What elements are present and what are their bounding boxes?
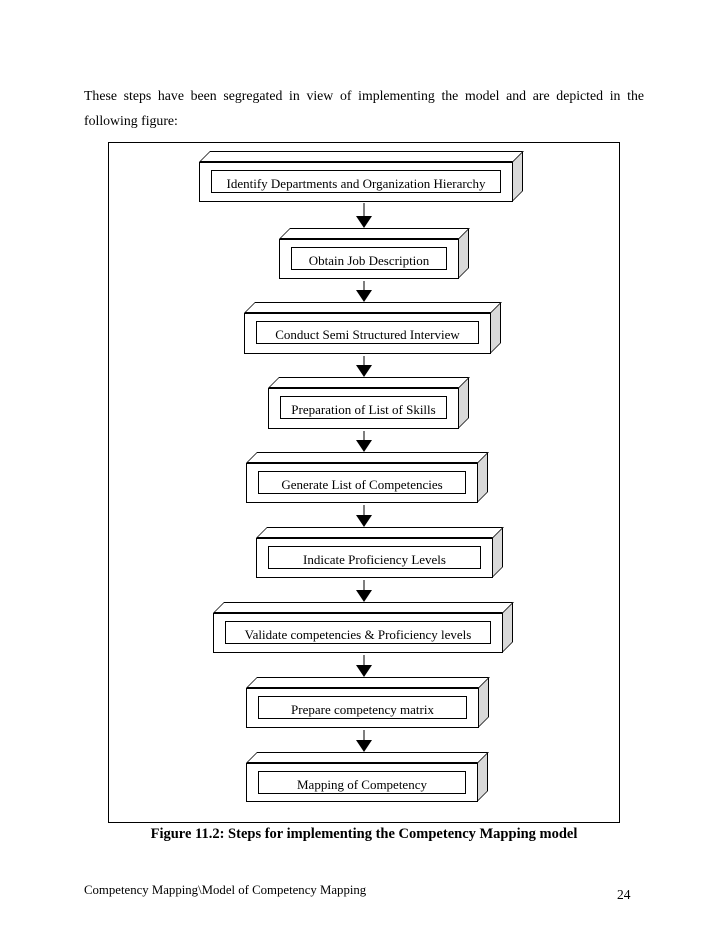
- arrow-stem: [363, 580, 365, 590]
- arrow-stem: [363, 356, 365, 365]
- figure-caption: Figure 11.2: Steps for implementing the …: [150, 826, 578, 842]
- box-front-face: [279, 239, 459, 279]
- box-right-face: [478, 677, 489, 728]
- step-label: Validate competencies & Proficiency leve…: [225, 621, 491, 644]
- arrow-head: [356, 290, 372, 302]
- box-top-face: [246, 452, 489, 463]
- arrow-head: [356, 665, 372, 677]
- down-arrow: [356, 655, 372, 677]
- flow-step-7: Validate competencies & Proficiency leve…: [213, 602, 514, 653]
- box-top-face: [244, 302, 502, 313]
- down-arrow: [356, 356, 372, 377]
- down-arrow: [356, 431, 372, 452]
- step-label: Generate List of Competencies: [258, 471, 466, 494]
- arrow-stem: [363, 505, 365, 515]
- box-front-face: [268, 388, 459, 429]
- box-top-face: [256, 527, 504, 538]
- box-top-face: [279, 228, 470, 239]
- box-top-face: [213, 602, 514, 613]
- step-label: Identify Departments and Organization Hi…: [211, 170, 501, 193]
- box-front-face: [246, 463, 478, 503]
- arrow-head: [356, 440, 372, 452]
- box-top-face: [199, 151, 524, 162]
- step-label: Conduct Semi Structured Interview: [256, 321, 479, 344]
- flow-step-8: Prepare competency matrix: [246, 677, 490, 728]
- box-right-face: [490, 302, 501, 354]
- box-top-face: [268, 377, 470, 388]
- flow-step-3: Conduct Semi Structured Interview: [244, 302, 502, 354]
- step-label: Obtain Job Description: [291, 247, 447, 270]
- intro-line-2: following figure:: [84, 112, 178, 128]
- arrow-stem: [363, 281, 365, 290]
- step-label: Indicate Proficiency Levels: [268, 546, 481, 569]
- box-front-face: [246, 688, 479, 728]
- box-right-face: [458, 377, 469, 429]
- intro-paragraph: These steps have been segregated in view…: [84, 84, 644, 133]
- box-right-face: [502, 602, 513, 653]
- flow-step-5: Generate List of Competencies: [246, 452, 489, 503]
- figure-border-box: Identify Departments and Organization Hi…: [108, 142, 620, 823]
- flow-step-4: Preparation of List of Skills: [268, 377, 470, 429]
- step-label: Prepare competency matrix: [258, 696, 467, 719]
- flow-step-2: Obtain Job Description: [279, 228, 470, 279]
- flow-step-1: Identify Departments and Organization Hi…: [199, 151, 524, 202]
- step-label: Preparation of List of Skills: [280, 396, 447, 419]
- box-right-face: [492, 527, 503, 578]
- arrow-head: [356, 740, 372, 752]
- box-front-face: [244, 313, 491, 354]
- arrow-head: [356, 515, 372, 527]
- box-front-face: [213, 613, 503, 653]
- down-arrow: [356, 281, 372, 302]
- box-top-face: [246, 752, 489, 763]
- intro-line-1: These steps have been segregated in view…: [84, 88, 644, 103]
- footer-left-text: Competency Mapping\Model of Competency M…: [84, 883, 367, 897]
- box-front-face: [256, 538, 493, 578]
- down-arrow: [356, 580, 372, 602]
- box-front-face: [199, 162, 513, 202]
- flow-step-9: Mapping of Competency: [246, 752, 489, 802]
- arrow-head: [356, 365, 372, 377]
- box-right-face: [477, 452, 488, 503]
- box-right-face: [477, 752, 488, 802]
- box-front-face: [246, 763, 478, 802]
- flow-step-6: Indicate Proficiency Levels: [256, 527, 504, 578]
- arrow-head: [356, 590, 372, 602]
- page-number: 24: [617, 887, 631, 902]
- arrow-stem: [363, 431, 365, 440]
- down-arrow: [356, 730, 372, 752]
- step-label: Mapping of Competency: [258, 771, 466, 794]
- arrow-stem: [363, 655, 365, 665]
- arrow-stem: [363, 203, 365, 216]
- box-top-face: [246, 677, 490, 688]
- down-arrow: [356, 203, 372, 228]
- arrow-stem: [363, 730, 365, 740]
- down-arrow: [356, 505, 372, 527]
- box-right-face: [458, 228, 469, 279]
- arrow-head: [356, 216, 372, 228]
- box-right-face: [512, 151, 523, 202]
